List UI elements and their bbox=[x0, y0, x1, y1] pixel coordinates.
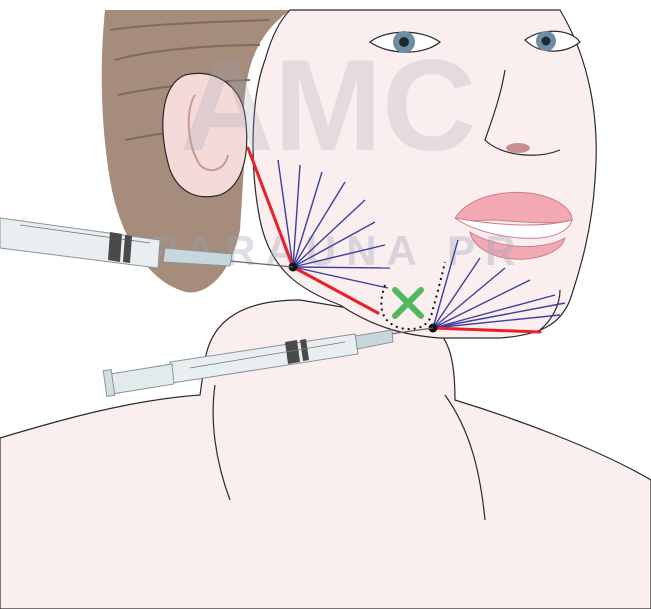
watermark-line1: AMC bbox=[180, 32, 476, 178]
nostril bbox=[506, 143, 530, 153]
